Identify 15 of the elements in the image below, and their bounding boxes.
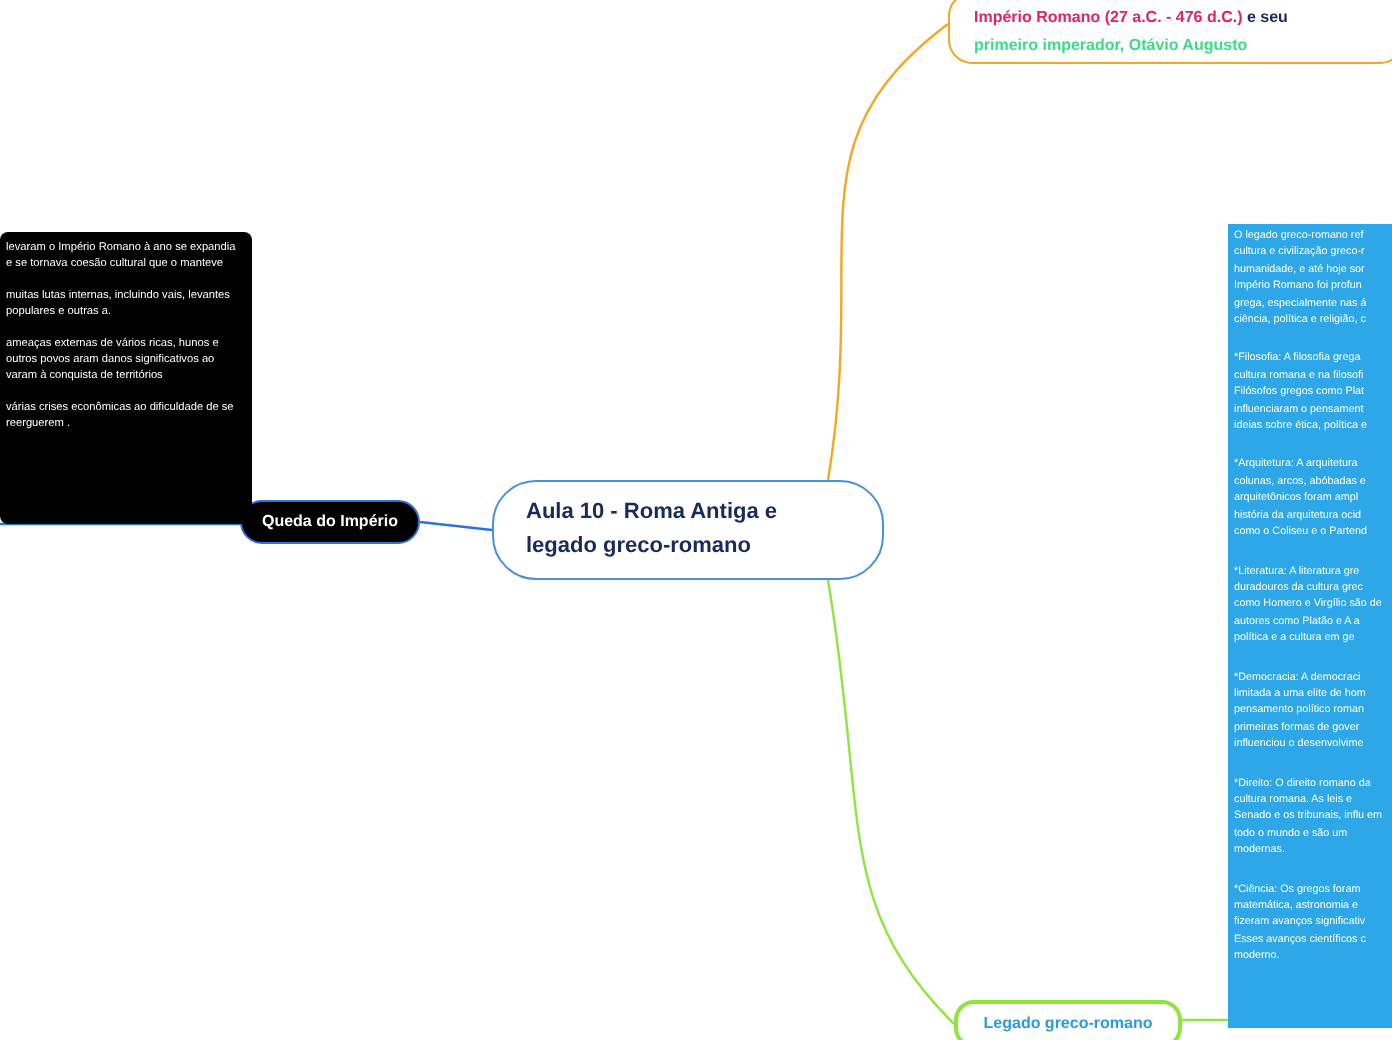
note-card — [0, 232, 252, 524]
connector-line — [826, 579, 955, 1025]
connector-line — [0, 521, 242, 526]
central-topic-box — [492, 480, 884, 580]
note-card — [1228, 224, 1392, 1028]
topic-text: Império Romano (27 a.C. - 476 d.C.) e seu primeiro imperador, Otávio Augusto — [974, 6, 1290, 58]
connector-line — [419, 520, 493, 532]
connector-line — [826, 23, 949, 481]
topic-title: Queda do Império — [261, 510, 398, 534]
topic-box — [954, 1000, 1182, 1040]
topic-pill — [240, 500, 420, 544]
topic-box — [948, 0, 1392, 64]
connector-line — [1182, 1018, 1228, 1022]
topic-title: Aula 10 - Roma Antiga e legado greco-romano — [526, 498, 780, 562]
topic-title: Legado greco-romano — [983, 1012, 1153, 1036]
